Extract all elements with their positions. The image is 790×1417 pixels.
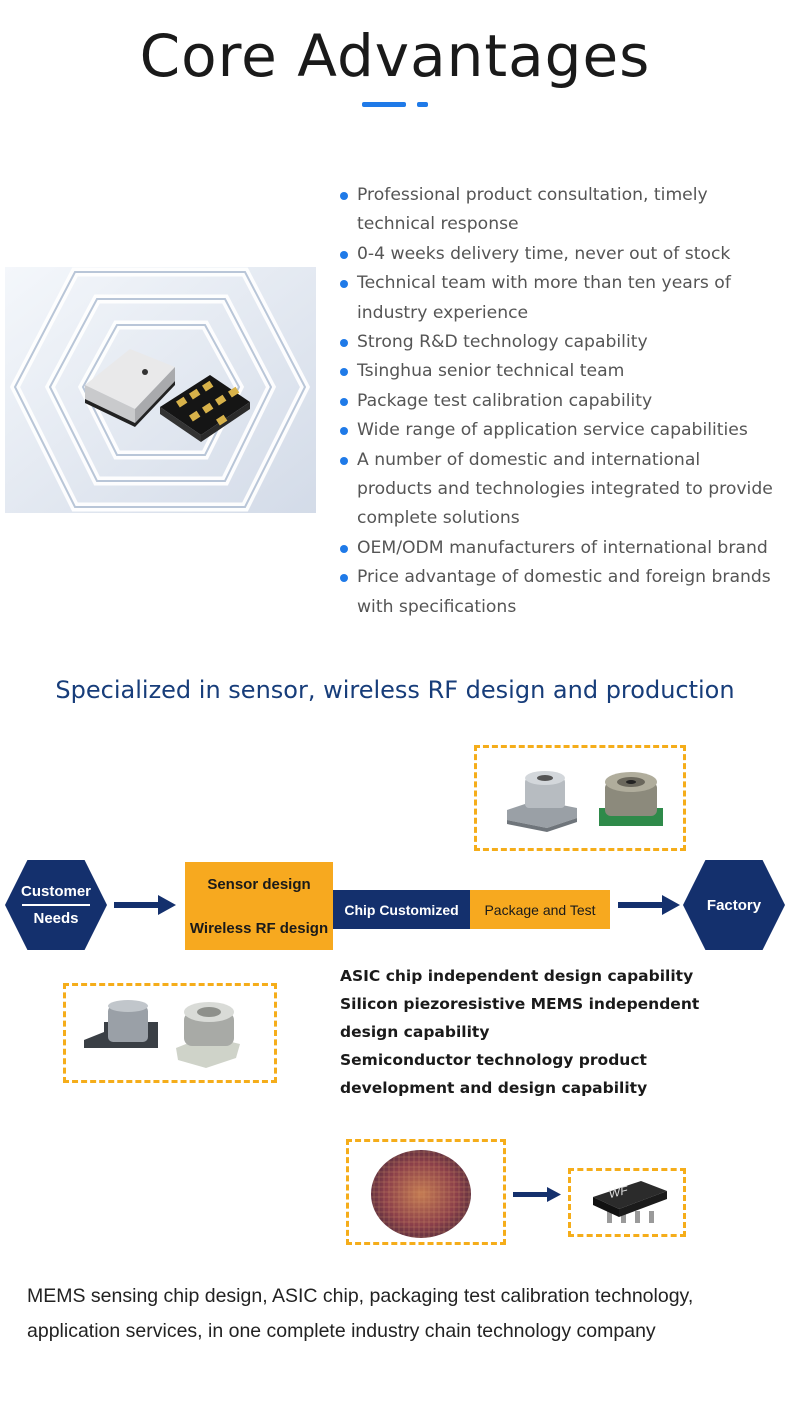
chip-customized-box: Chip Customized xyxy=(333,890,470,929)
customer-needs-node: Customer Needs xyxy=(5,860,107,950)
design-box: Sensor design Wireless RF design xyxy=(185,862,333,950)
metal-cap-sensor-icon xyxy=(176,1002,240,1068)
advantage-text: OEM/ODM manufacturers of international b… xyxy=(357,537,768,558)
capability-text: Silicon piezoresistive MEMS independent … xyxy=(340,995,700,1041)
sensor-photo-left xyxy=(63,983,277,1083)
rf-design-label: Wireless RF design xyxy=(189,919,329,937)
capability-text: ASIC chip independent design capability xyxy=(340,967,694,985)
capability-text: Semiconductor technology product develop… xyxy=(340,1051,648,1097)
advantage-text: Professional product consultation, timel… xyxy=(357,185,708,235)
bullet-icon xyxy=(340,397,348,406)
bullet-icon xyxy=(340,368,348,377)
factory-label: Factory xyxy=(706,896,762,914)
section-title: Specialized in sensor, wireless RF desig… xyxy=(55,676,735,704)
list-item: Package test calibration capability xyxy=(339,387,779,416)
list-item: OEM/ODM manufacturers of international b… xyxy=(339,534,779,563)
factory-node: Factory xyxy=(683,860,785,950)
sensor-photo-top xyxy=(474,745,686,851)
divider xyxy=(22,904,90,906)
list-item: Strong R&D technology capability xyxy=(339,328,779,357)
advantage-text: Wide range of application service capabi… xyxy=(357,420,748,441)
wafer-photo xyxy=(346,1139,506,1245)
package-test-box: Package and Test xyxy=(470,890,610,929)
bullet-icon xyxy=(340,456,348,465)
bullet-icon xyxy=(340,544,348,553)
advantage-text: Package test calibration capability xyxy=(357,390,653,411)
bullet-icon xyxy=(340,250,348,259)
advantage-text: Tsinghua senior technical team xyxy=(357,361,625,382)
advantage-text: 0-4 weeks delivery time, never out of st… xyxy=(357,243,731,264)
list-item: A number of domestic and international p… xyxy=(339,446,779,534)
customer-label: Customer xyxy=(20,883,91,901)
title-underline xyxy=(362,102,406,107)
arrow-right-icon xyxy=(513,1187,561,1202)
list-item: Wide range of application service capabi… xyxy=(339,416,779,445)
bullet-icon xyxy=(340,427,348,436)
bullet-icon xyxy=(340,339,348,348)
list-item: 0-4 weeks delivery time, never out of st… xyxy=(339,240,779,269)
title-underline-dot xyxy=(417,102,428,107)
advantage-text: A number of domestic and international p… xyxy=(357,449,773,529)
advantage-text: Technical team with more than ten years … xyxy=(357,273,731,323)
bullet-icon xyxy=(340,192,348,200)
arrow-right-icon xyxy=(114,895,176,915)
bullet-icon xyxy=(340,280,348,289)
bullet-icon xyxy=(340,574,348,583)
needs-label: Needs xyxy=(33,909,79,927)
list-item: Technical team with more than ten years … xyxy=(339,269,779,328)
gauge-sensor-icon xyxy=(84,1000,158,1048)
hero-image xyxy=(5,267,316,513)
sensor-design-label: Sensor design xyxy=(207,875,311,893)
capabilities-list: ASIC chip independent design capability … xyxy=(340,962,740,1102)
list-item: Price advantage of domestic and foreign … xyxy=(339,563,779,622)
footer-text: MEMS sensing chip design, ASIC chip, pac… xyxy=(27,1285,694,1342)
advantage-text: Strong R&D technology capability xyxy=(357,332,648,353)
arrow-right-icon xyxy=(618,895,680,915)
list-item: Tsinghua senior technical team xyxy=(339,357,779,386)
advantages-list: Professional product consultation, timel… xyxy=(339,181,779,622)
chip-photo: WF xyxy=(568,1168,686,1237)
metal-sensor-icon xyxy=(599,772,663,826)
advantage-text: Price advantage of domestic and foreign … xyxy=(357,567,771,617)
list-item: Professional product consultation, timel… xyxy=(339,181,779,240)
page-title: Core Advantages xyxy=(139,22,651,90)
pressure-sensor-icon xyxy=(507,771,577,832)
